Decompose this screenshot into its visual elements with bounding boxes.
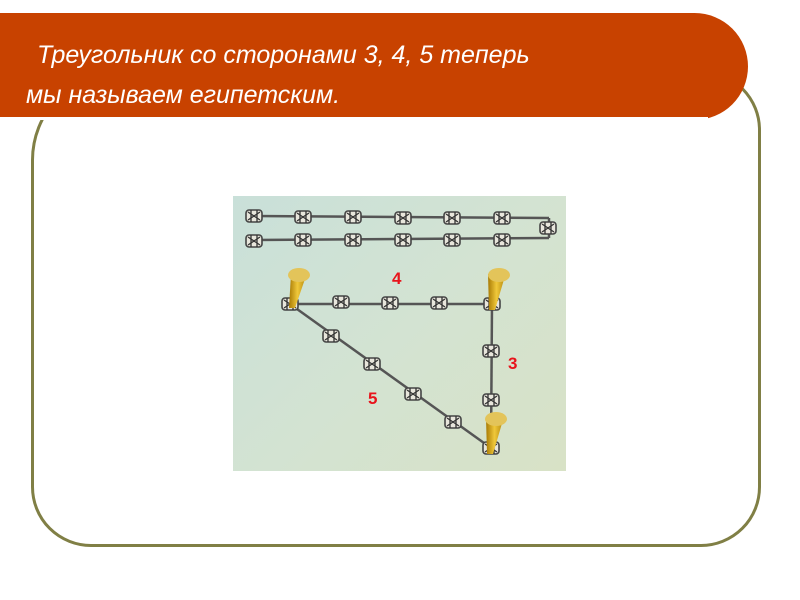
- peg-icon: [485, 412, 507, 454]
- peg-icon: [488, 268, 510, 310]
- egyptian-triangle-illustration: 4 3 5: [233, 196, 566, 471]
- peg-icon: [288, 268, 310, 308]
- side-label-3: 3: [508, 354, 518, 373]
- triangle-rope: [281, 295, 501, 455]
- rope-knots-drawing: [245, 209, 557, 455]
- title-banner: Треугольник со сторонами 3, 4, 5 теперь …: [0, 13, 748, 120]
- side-label-5: 5: [368, 389, 378, 408]
- title-line-2: мы называем египетским.: [26, 81, 341, 109]
- title-line-1: Треугольник со сторонами 3, 4, 5 теперь: [37, 41, 530, 69]
- slide-title: Треугольник со сторонами 3, 4, 5 теперь …: [0, 13, 748, 120]
- unfolded-rope: [245, 209, 557, 248]
- side-label-4: 4: [392, 269, 402, 288]
- title-underline: [0, 117, 708, 120]
